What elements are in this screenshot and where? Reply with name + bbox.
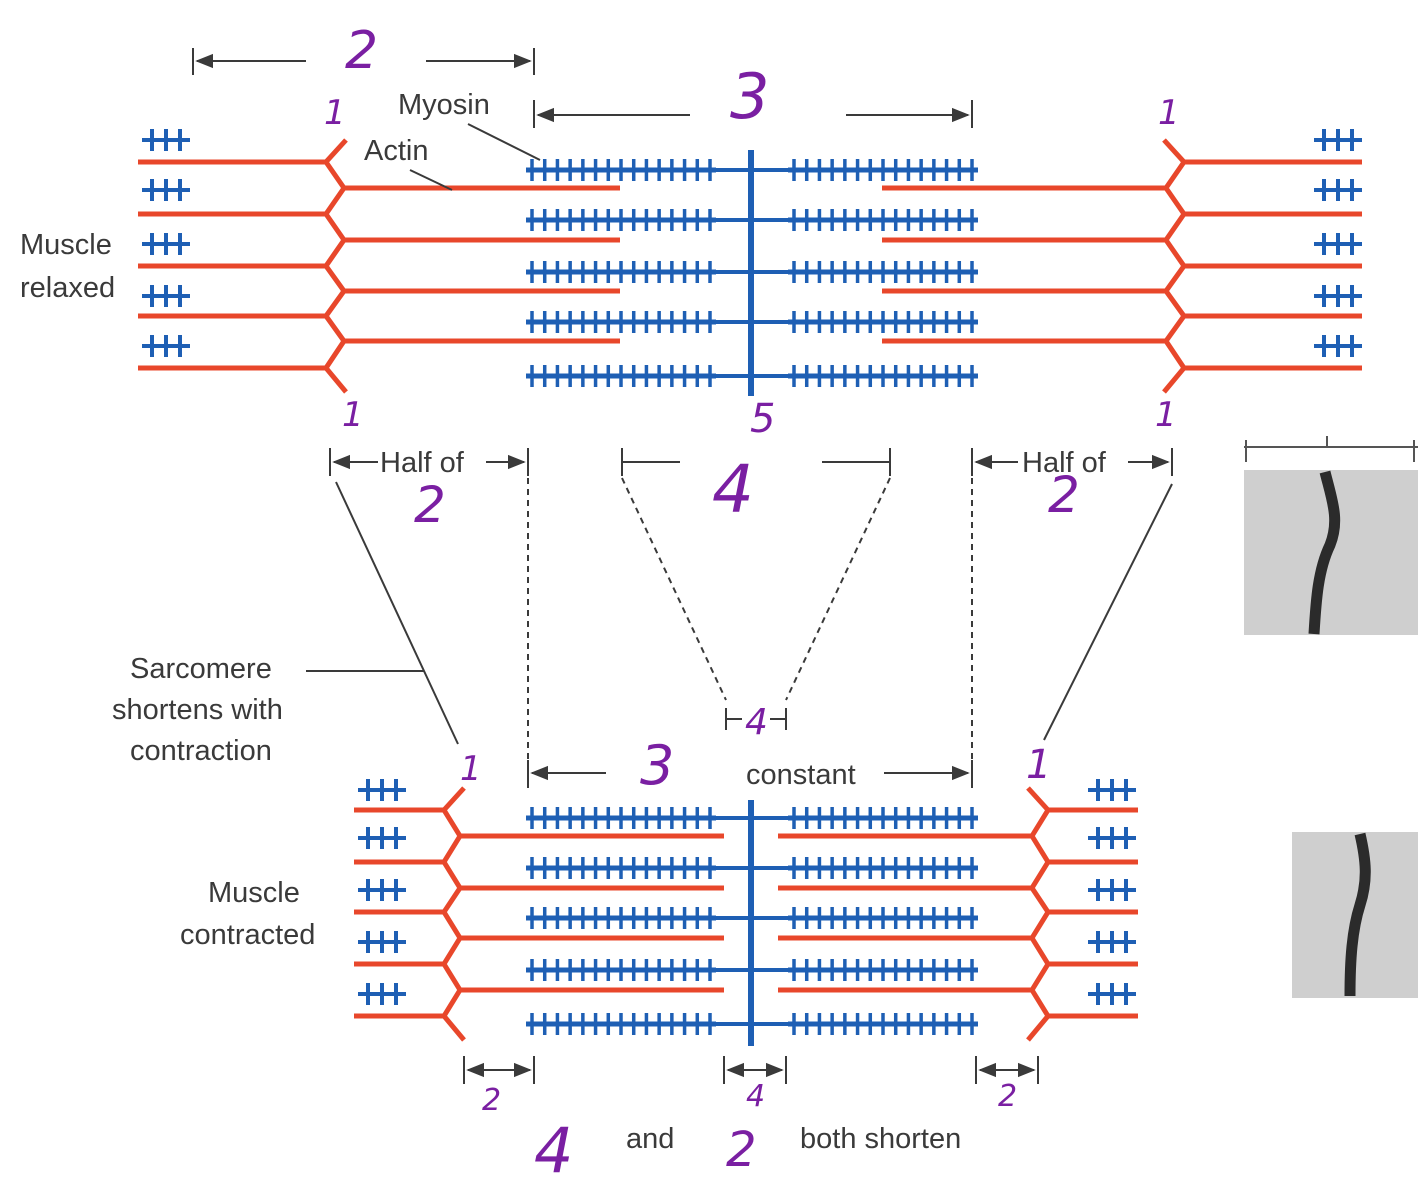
z-disc-left	[440, 786, 466, 1042]
hw-5: 5	[750, 396, 775, 442]
actin-filaments-relaxed	[138, 138, 1362, 394]
z-disc-right	[1026, 786, 1052, 1042]
muscle-label-relaxed: Muscle	[20, 229, 112, 261]
hw-2-small-right: 2	[998, 1079, 1017, 1114]
hw-2-left: 2	[414, 476, 446, 534]
muscle-label-contracted: Muscle	[208, 877, 300, 909]
hw-4-small-bottom: 4	[746, 1079, 765, 1114]
relaxed-sarcomere	[138, 129, 1362, 396]
handwritten-annotations: 2 3 1 1 1 1 5 4 2 2 4 3 1 1 2 4 2 4 2	[324, 21, 1180, 1187]
titin-hatches-contracted	[358, 779, 1136, 1005]
hw-2-right: 2	[1048, 466, 1080, 524]
hw-1-mid-right: 1	[1155, 395, 1177, 435]
hw-1-mid-left: 1	[342, 395, 364, 435]
hw-1-bot-right: 1	[1026, 742, 1051, 788]
hw-2-small-left: 2	[482, 1083, 501, 1118]
contracted-label: contracted	[180, 919, 315, 951]
myosin-label: Myosin	[398, 89, 490, 121]
hw-1-top-right: 1	[1158, 93, 1180, 133]
myosin-filaments-contracted	[526, 807, 978, 1035]
constant-label: constant	[746, 759, 856, 791]
dimension-lines	[192, 48, 1173, 1084]
hw-4-bottom: 4	[534, 1114, 573, 1187]
hw-1-bot-left: 1	[460, 749, 482, 789]
half-of-label-left: Half of	[380, 447, 465, 479]
hw-2-top: 2	[345, 21, 378, 81]
actin-label: Actin	[364, 135, 428, 167]
micrograph-contracted	[1292, 832, 1418, 998]
micrograph-relaxed	[1244, 436, 1418, 635]
z-disc-left	[322, 138, 348, 394]
hw-2-bottom: 2	[726, 1122, 757, 1178]
sarcomere-label-line3: contraction	[130, 735, 272, 767]
sarcomere-label-line1: Sarcomere	[130, 653, 272, 685]
and-label: and	[626, 1123, 674, 1155]
hw-1-top-left: 1	[324, 93, 346, 133]
actin-filaments-contracted	[354, 786, 1138, 1042]
myosin-filaments-relaxed	[526, 159, 978, 387]
titin-hatches-relaxed	[142, 129, 1362, 357]
both-shorten-label: both shorten	[800, 1123, 961, 1155]
contracted-sarcomere	[354, 779, 1138, 1046]
sarcomere-label-line2: shortens with	[112, 694, 283, 726]
hw-3-bottom: 3	[640, 734, 674, 797]
hw-3-top: 3	[730, 60, 769, 133]
hw-4-top: 4	[712, 451, 754, 528]
relaxed-label: relaxed	[20, 272, 115, 304]
half-of-label-right: Half of	[1022, 447, 1107, 479]
z-disc-right	[1162, 138, 1188, 394]
hw-4-small: 4	[745, 702, 768, 743]
